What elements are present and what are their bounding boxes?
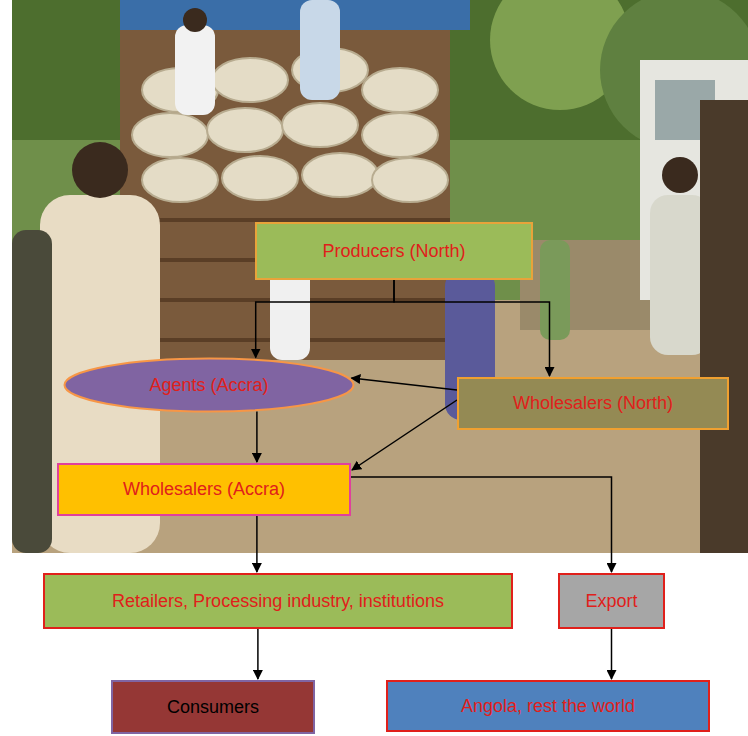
sack	[372, 158, 448, 202]
process-box: Wholesalers (North)	[457, 377, 729, 430]
agent-ellipse: Agents (Accra)	[63, 357, 355, 413]
truck-body	[120, 30, 450, 360]
node-label: Consumers	[167, 697, 259, 718]
process-box: Wholesalers (Accra)	[57, 463, 351, 516]
node-label: Export	[585, 591, 637, 612]
sack	[362, 68, 438, 112]
flow-arrow	[351, 378, 457, 390]
person	[300, 0, 340, 100]
flow-arrow	[352, 400, 457, 470]
end-box: Consumers	[111, 680, 315, 734]
flow-arrow	[611, 629, 613, 679]
process-box: Export	[558, 573, 665, 629]
tree-trunk	[700, 100, 748, 553]
sack	[207, 108, 283, 152]
sack	[282, 103, 358, 147]
sack	[302, 153, 378, 197]
process-box: Retailers, Processing industry, institut…	[43, 573, 513, 629]
node-label: Retailers, Processing industry, institut…	[112, 591, 444, 612]
node-label: Angola, rest the world	[461, 696, 635, 717]
flow-arrow	[256, 280, 394, 358]
flow-arrow	[257, 629, 259, 679]
flow-arrow	[351, 477, 612, 572]
node-label: Agents (Accra)	[149, 375, 268, 396]
person-head	[662, 157, 698, 193]
sack	[132, 113, 208, 157]
person	[12, 230, 52, 553]
flow-arrow	[256, 411, 258, 462]
person	[540, 240, 570, 340]
person-head	[72, 142, 128, 198]
flow-arrow	[256, 516, 258, 572]
end-box: Angola, rest the world	[386, 680, 710, 732]
person	[175, 25, 215, 115]
node-label: Wholesalers (Accra)	[123, 479, 285, 500]
people	[12, 0, 748, 553]
sack	[222, 156, 298, 200]
person-head	[183, 8, 207, 32]
node-label: Producers (North)	[322, 241, 465, 262]
process-box: Producers (North)	[255, 222, 533, 280]
sack	[142, 158, 218, 202]
node-label: Wholesalers (North)	[513, 393, 673, 414]
sack	[212, 58, 288, 102]
flow-arrow	[394, 280, 550, 376]
ellipse-shape	[65, 359, 354, 412]
sack	[362, 113, 438, 157]
truck-roof	[120, 0, 470, 30]
